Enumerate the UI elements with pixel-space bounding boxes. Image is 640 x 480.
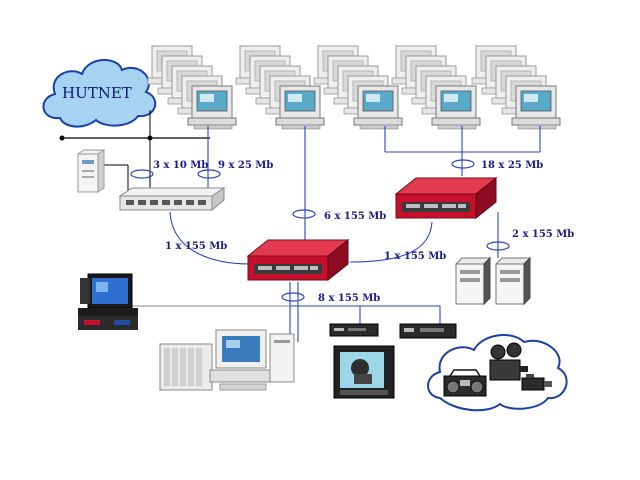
workstation-cluster-3: [313, 45, 403, 130]
link-label-1x155-right: 1 x 155 Mb: [384, 251, 446, 262]
codec-unit-left: [329, 323, 379, 337]
connection-lines: [130, 126, 541, 342]
link-label-2x155: 2 x 155 Mb: [512, 229, 574, 240]
workstation-cluster-4: [391, 45, 481, 130]
router-central: [247, 239, 349, 281]
codec-unit-right: [399, 323, 457, 339]
tv-monitor: [333, 345, 395, 399]
router-right: [395, 177, 497, 219]
file-server-device: [76, 149, 106, 193]
hutnet-cloud: HUTNET: [42, 59, 157, 128]
server-towers: [454, 256, 532, 306]
link-label-6x155: 6 x 155 Mb: [324, 211, 386, 222]
link-label-9x25: 9 x 25 Mb: [218, 160, 273, 171]
link-label-18x25: 18 x 25 Mb: [481, 160, 543, 171]
hutnet-backbone: [59, 110, 210, 192]
desktop-pc-with-rack: [159, 329, 295, 391]
link-label-8x155: 8 x 155 Mb: [318, 293, 380, 304]
link-labels: 3 x 10 Mb 9 x 25 Mb 18 x 25 Mb 6 x 155 M…: [153, 160, 574, 304]
media-cloud: [427, 334, 568, 412]
boombox-icon: [443, 369, 487, 397]
film-projector-icon: [489, 342, 528, 381]
link-label-3x10: 3 x 10 Mb: [153, 160, 208, 171]
hutnet-label: HUTNET: [62, 84, 132, 102]
workstation-cluster-1: [147, 45, 237, 130]
camcorder-icon: [521, 374, 552, 391]
videoconference-workstation: [78, 273, 138, 330]
link-label-1x155-left: 1 x 155 Mb: [165, 241, 227, 252]
ethernet-switch: [118, 187, 226, 212]
workstation-cluster-2: [235, 45, 325, 130]
workstation-cluster-5: [471, 45, 561, 130]
